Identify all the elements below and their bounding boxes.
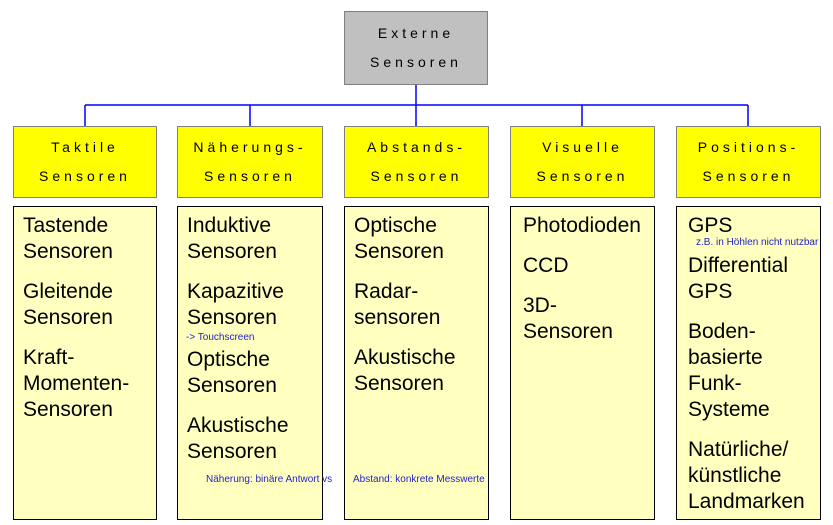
list-abstand: Optische Sensoren Radar- sensoren Akusti… bbox=[344, 206, 489, 520]
root-label-line2: Sensoren bbox=[370, 54, 462, 70]
category-label-line1: Näherungs- bbox=[193, 139, 307, 155]
list-item: Induktive Sensoren bbox=[187, 214, 277, 263]
category-label-line1: Visuelle bbox=[542, 139, 623, 155]
list-item: Akustische Sensoren bbox=[354, 346, 456, 395]
root-node-externe-sensoren: Externe Sensoren bbox=[344, 11, 488, 85]
list-item: GPS bbox=[688, 214, 733, 237]
list-visuell: Photodioden CCD 3D- Sensoren bbox=[510, 206, 655, 520]
category-naeherung: Näherungs- Sensoren bbox=[177, 126, 323, 198]
list-item: Radar- sensoren bbox=[354, 280, 441, 329]
category-abstand: Abstands- Sensoren bbox=[344, 126, 489, 198]
category-label-line2: Sensoren bbox=[370, 168, 463, 184]
list-item: Optische Sensoren bbox=[187, 348, 277, 397]
list-item: Gleitende Sensoren bbox=[23, 280, 113, 329]
list-position: GPS Differential GPS Boden- basierte Fun… bbox=[676, 206, 821, 520]
list-item: Natürliche/ künstliche Landmarken bbox=[688, 438, 805, 513]
root-label-line1: Externe bbox=[377, 25, 455, 41]
list-item: Boden- basierte Funk- Systeme bbox=[688, 320, 770, 421]
category-position: Positions- Sensoren bbox=[676, 126, 821, 198]
list-item: Differential GPS bbox=[688, 254, 788, 303]
note-touchscreen: -> Touchscreen bbox=[186, 332, 255, 343]
list-item: Photodioden bbox=[523, 214, 641, 237]
list-item: Kapazitive Sensoren bbox=[187, 280, 284, 329]
note-proximity: Näherung: binäre Antwort vs bbox=[206, 474, 333, 485]
list-item: 3D- Sensoren bbox=[523, 294, 613, 343]
list-item: Tastende Sensoren bbox=[23, 214, 113, 263]
category-label-line2: Sensoren bbox=[536, 168, 629, 184]
category-label-line2: Sensoren bbox=[39, 168, 131, 184]
category-label-line2: Sensoren bbox=[702, 168, 795, 184]
note-distance: Abstand: konkrete Messwerte bbox=[353, 474, 485, 485]
category-label-line2: Sensoren bbox=[204, 168, 296, 184]
category-visuell: Visuelle Sensoren bbox=[510, 126, 655, 198]
category-label-line1: Positions- bbox=[697, 139, 800, 155]
list-item: CCD bbox=[523, 254, 569, 277]
note-gps-caves: z.B. in Höhlen nicht nutzbar bbox=[696, 237, 819, 248]
list-item: Kraft- Momenten- Sensoren bbox=[23, 346, 130, 421]
category-label-line1: Abstands- bbox=[366, 139, 467, 155]
category-taktile: Taktile Sensoren bbox=[13, 126, 157, 198]
list-taktile: Tastende Sensoren Gleitende Sensoren Kra… bbox=[13, 206, 157, 520]
list-naeherung: Induktive Sensoren Kapazitive Sensoren O… bbox=[177, 206, 323, 520]
category-label-line1: Taktile bbox=[51, 139, 119, 155]
list-item: Optische Sensoren bbox=[354, 214, 444, 263]
list-item: Akustische Sensoren bbox=[187, 414, 289, 463]
